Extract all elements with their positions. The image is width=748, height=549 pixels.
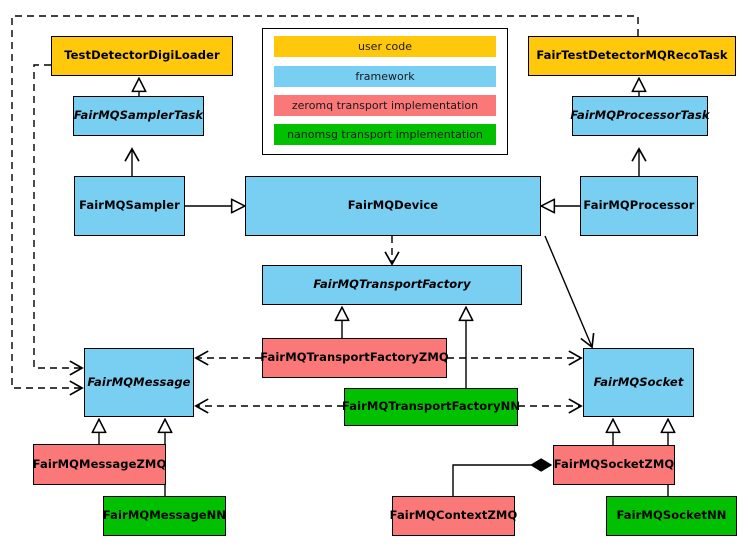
class-node-fair-mq-message-zmq[interactable]: FairMQMessageZMQ [33,444,166,485]
legend-item-nanomsg: nanomsg transport implementation [274,124,496,145]
class-node-fair-mq-processor-task[interactable]: FairMQProcessorTask [570,96,710,136]
legend-item-user-code: user code [274,36,496,57]
edge-context-zmq-to-socket-zmq [452,465,551,496]
class-node-fair-mq-socket-zmq[interactable]: FairMQSocketZMQ [553,445,675,485]
class-node-fair-mq-transport-factory-nn[interactable]: FairMQTransportFactoryNN [342,388,520,426]
class-node-fair-mq-sampler-task[interactable]: FairMQSamplerTask [73,96,204,136]
legend-item-framework: framework [274,66,496,87]
edge-device-to-socket [544,235,595,349]
class-node-fair-mq-processor[interactable]: FairMQProcessor [580,176,698,236]
class-node-fair-mq-context-zmq[interactable]: FairMQContextZMQ [390,496,517,536]
class-node-fair-test-detector-mq-reco-task[interactable]: FairTestDetectorMQRecoTask [528,36,736,76]
class-node-fair-mq-message-nn[interactable]: FairMQMessageNN [103,496,226,536]
class-node-fair-mq-sampler[interactable]: FairMQSampler [74,176,185,236]
class-node-fair-mq-message[interactable]: FairMQMessage [84,348,194,417]
class-node-test-detector-digi-loader[interactable]: TestDetectorDigiLoader [51,36,233,76]
class-node-fair-mq-device[interactable]: FairMQDevice [245,176,541,236]
class-node-fair-mq-socket[interactable]: FairMQSocket [583,348,694,417]
legend-item-zeromq: zeromq transport implementation [274,95,496,116]
class-node-fair-mq-transport-factory-zmq[interactable]: FairMQTransportFactoryZMQ [260,338,449,378]
class-node-fair-mq-transport-factory[interactable]: FairMQTransportFactory [262,265,522,305]
class-node-fair-mq-socket-nn[interactable]: FairMQSocketNN [606,496,737,536]
